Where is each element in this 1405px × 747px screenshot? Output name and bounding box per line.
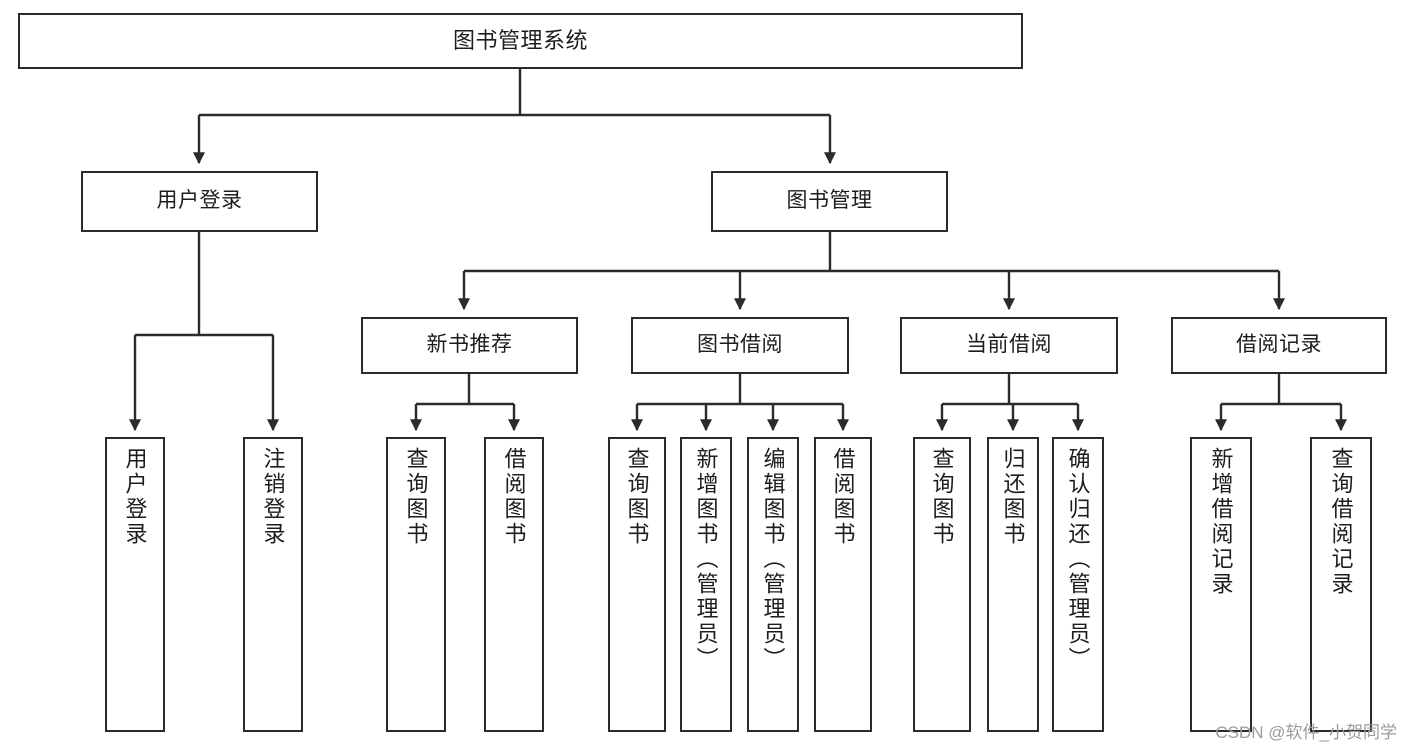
node-leaf-6-label: 新增图书（管理员）	[693, 447, 719, 672]
node-level2-1[interactable]: 用户登录	[81, 171, 318, 232]
node-level3-4-label: 借阅记录	[1236, 333, 1322, 357]
node-leaf-8-label: 借阅图书	[830, 447, 856, 547]
node-root-label: 图书管理系统	[452, 28, 588, 54]
node-leaf-12[interactable]: 新增借阅记录	[1190, 437, 1252, 732]
node-leaf-9[interactable]: 查询图书	[913, 437, 971, 732]
node-leaf-5-label: 查询图书	[624, 447, 650, 547]
node-leaf-11[interactable]: 确认归还（管理员）	[1052, 437, 1104, 732]
node-level3-2[interactable]: 图书借阅	[631, 317, 849, 374]
node-leaf-12-label: 新增借阅记录	[1208, 447, 1234, 597]
node-level2-2-label: 图书管理	[786, 189, 873, 213]
node-leaf-10-label: 归还图书	[1000, 447, 1026, 547]
node-leaf-7-label: 编辑图书（管理员）	[760, 447, 786, 672]
node-leaf-13-label: 查询借阅记录	[1328, 447, 1354, 597]
node-leaf-10[interactable]: 归还图书	[987, 437, 1039, 732]
node-leaf-2[interactable]: 注销登录	[243, 437, 303, 732]
node-leaf-1[interactable]: 用户登录	[105, 437, 165, 732]
node-leaf-6[interactable]: 新增图书（管理员）	[680, 437, 732, 732]
node-level3-3-label: 当前借阅	[966, 333, 1052, 357]
node-leaf-8[interactable]: 借阅图书	[814, 437, 872, 732]
node-leaf-9-label: 查询图书	[929, 447, 955, 547]
node-leaf-5[interactable]: 查询图书	[608, 437, 666, 732]
node-leaf-1-label: 用户登录	[122, 447, 148, 547]
node-level2-2[interactable]: 图书管理	[711, 171, 948, 232]
node-leaf-3[interactable]: 查询图书	[386, 437, 446, 732]
node-root[interactable]: 图书管理系统	[18, 13, 1023, 69]
node-leaf-11-label: 确认归还（管理员）	[1065, 447, 1091, 672]
node-level2-1-label: 用户登录	[156, 189, 243, 213]
node-leaf-2-label: 注销登录	[260, 447, 286, 547]
node-leaf-7[interactable]: 编辑图书（管理员）	[747, 437, 799, 732]
node-leaf-4[interactable]: 借阅图书	[484, 437, 544, 732]
node-level3-1-label: 新书推荐	[426, 333, 513, 357]
node-level3-1[interactable]: 新书推荐	[361, 317, 578, 374]
node-level3-2-label: 图书借阅	[697, 333, 783, 357]
node-level3-3[interactable]: 当前借阅	[900, 317, 1118, 374]
node-leaf-3-label: 查询图书	[403, 447, 429, 547]
watermark: CSDN @软件_小贺同学	[1215, 723, 1397, 742]
node-leaf-13[interactable]: 查询借阅记录	[1310, 437, 1372, 732]
node-level3-4[interactable]: 借阅记录	[1171, 317, 1387, 374]
node-leaf-4-label: 借阅图书	[501, 447, 527, 547]
